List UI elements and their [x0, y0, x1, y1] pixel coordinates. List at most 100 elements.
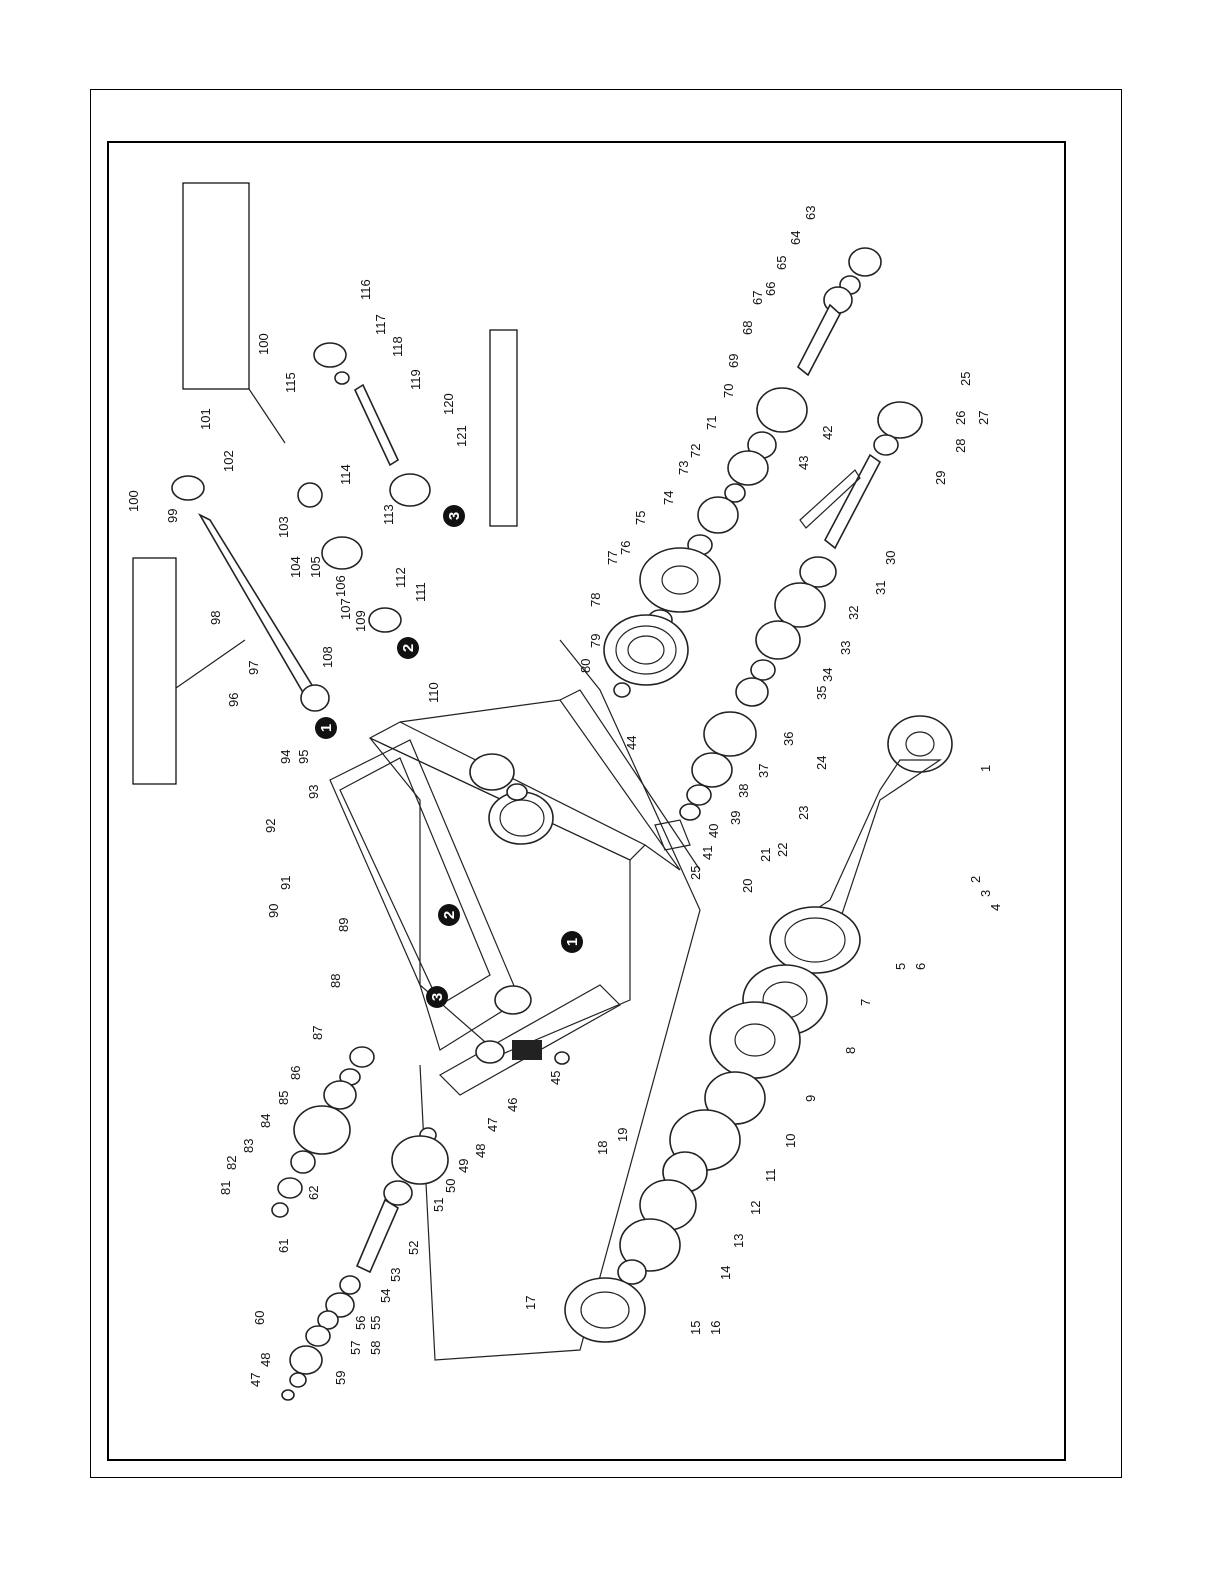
part-label-52: 52: [406, 1241, 421, 1255]
part-label-16: 16: [708, 1321, 723, 1335]
part-label-76: 76: [618, 541, 633, 555]
part-label-85: 85: [276, 1091, 291, 1105]
part-label-48: 48: [473, 1144, 488, 1158]
part-label-68: 68: [740, 321, 755, 335]
part-label-70: 70: [721, 384, 736, 398]
inner-frame: [107, 141, 1066, 1461]
part-label-96: 96: [226, 693, 241, 707]
part-label-31: 31: [873, 581, 888, 595]
part-label-9: 9: [803, 1095, 818, 1102]
part-label-108: 108: [320, 646, 335, 668]
part-label-74: 74: [661, 491, 676, 505]
part-label-117: 117: [373, 314, 388, 335]
part-label-119: 119: [408, 369, 423, 390]
part-label-10: 10: [783, 1134, 798, 1148]
part-label-2: 2: [968, 876, 983, 883]
part-label-61: 61: [276, 1239, 291, 1253]
part-label-23: 23: [796, 806, 811, 820]
part-label-14: 14: [718, 1266, 733, 1280]
reference-marker-3: 3: [426, 986, 448, 1008]
reference-marker-2: 2: [438, 904, 460, 926]
part-label-41: 41: [700, 846, 715, 860]
part-label-48: 48: [258, 1353, 273, 1367]
part-label-7: 7: [858, 999, 873, 1006]
part-label-79: 79: [588, 634, 603, 648]
part-label-95: 95: [296, 750, 311, 764]
reference-marker-2: 2: [397, 637, 419, 659]
shift-lever-assembly: [171, 342, 431, 712]
part-label-65: 65: [774, 256, 789, 270]
part-label-11: 11: [763, 1169, 778, 1183]
part-label-101: 101: [198, 408, 213, 430]
part-label-39: 39: [728, 811, 743, 825]
part-label-94: 94: [278, 750, 293, 764]
part-label-116: 116: [358, 279, 373, 300]
part-label-115: 115: [283, 372, 298, 393]
part-label-82: 82: [224, 1156, 239, 1170]
part-label-81: 81: [218, 1181, 233, 1195]
part-label-64: 64: [788, 231, 803, 245]
part-label-78: 78: [588, 593, 603, 607]
part-label-25: 25: [958, 372, 973, 386]
part-label-91: 91: [278, 876, 293, 890]
part-label-88: 88: [328, 974, 343, 988]
part-label-120: 120: [441, 393, 456, 415]
part-label-24: 24: [814, 756, 829, 770]
outer-frame: [90, 89, 1122, 1478]
part-label-100: 100: [126, 490, 141, 512]
part-label-86: 86: [288, 1066, 303, 1080]
part-label-58: 58: [368, 1341, 383, 1355]
svg-text:1: 1: [318, 724, 335, 732]
part-label-113: 113: [381, 504, 396, 525]
part-label-25: 25: [688, 866, 703, 880]
part-label-32: 32: [846, 606, 861, 620]
part-label-22: 22: [775, 843, 790, 857]
part-label-80: 80: [578, 659, 593, 673]
part-label-30: 30: [883, 551, 898, 565]
reference-marker-1: 1: [561, 931, 583, 953]
part-label-77: 77: [605, 551, 620, 565]
part-label-110: 110: [426, 682, 441, 703]
blank-box-top: [182, 182, 250, 390]
part-label-33: 33: [838, 641, 853, 655]
part-label-38: 38: [736, 784, 751, 798]
part-label-18: 18: [595, 1141, 610, 1155]
part-label-100: 100: [256, 333, 271, 355]
part-label-12: 12: [748, 1201, 763, 1215]
part-label-121: 121: [454, 425, 469, 447]
part-label-47: 47: [248, 1373, 263, 1387]
part-label-107: 107: [338, 598, 353, 620]
part-label-62: 62: [306, 1186, 321, 1200]
counter-shaft-assembly: [654, 401, 923, 851]
part-label-103: 103: [276, 516, 291, 538]
part-label-45: 45: [548, 1071, 563, 1085]
part-label-99: 99: [165, 509, 180, 523]
part-label-83: 83: [241, 1139, 256, 1153]
part-label-56: 56: [353, 1316, 368, 1330]
part-label-57: 57: [348, 1341, 363, 1355]
part-label-26: 26: [953, 411, 968, 425]
part-label-42: 42: [820, 426, 835, 440]
part-label-43: 43: [796, 456, 811, 470]
part-label-102: 102: [221, 450, 236, 472]
part-label-1: 1: [978, 765, 993, 772]
part-label-59: 59: [333, 1371, 348, 1385]
part-label-47: 47: [485, 1118, 500, 1132]
part-label-111: 111: [413, 582, 428, 602]
secondary-shaft-assembly: [271, 1046, 449, 1401]
blank-box-left: [132, 557, 177, 785]
part-label-8: 8: [843, 1047, 858, 1054]
main-shaft-assembly: [564, 715, 953, 1343]
part-label-4: 4: [988, 904, 1003, 911]
part-label-6: 6: [913, 963, 928, 970]
part-label-54: 54: [378, 1289, 393, 1303]
part-label-46: 46: [505, 1098, 520, 1112]
part-label-72: 72: [688, 444, 703, 458]
part-label-50: 50: [443, 1179, 458, 1193]
part-label-60: 60: [252, 1311, 267, 1325]
part-label-118: 118: [390, 336, 405, 357]
part-label-104: 104: [288, 556, 303, 578]
